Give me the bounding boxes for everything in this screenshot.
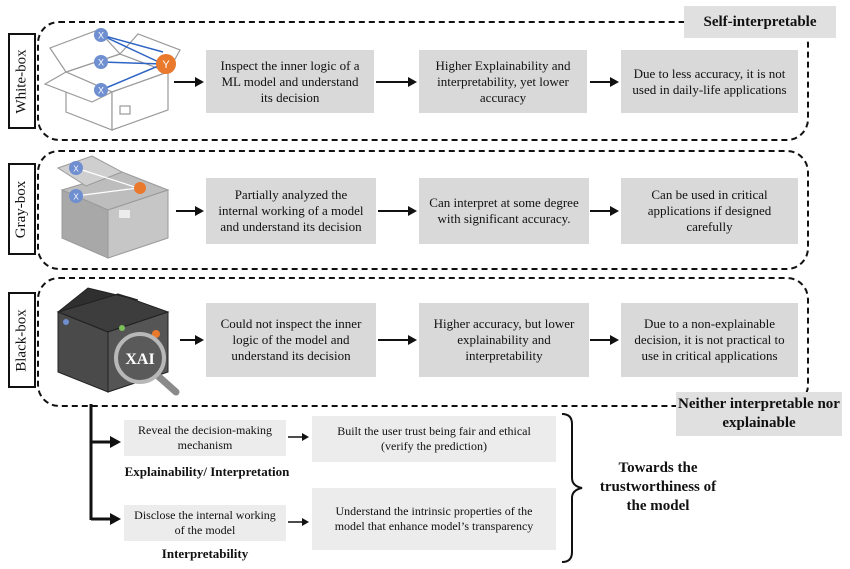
self-interpretable-tag: Self-interpretable <box>684 6 836 38</box>
white-box-step-1: Inspect the inner logic of a ML model an… <box>206 50 374 113</box>
explain-left-box: Reveal the decision-making mechanism <box>124 420 286 456</box>
black-box-step-1: Could not inspect the inner logic of the… <box>206 303 376 377</box>
white-box-network-icon: X X X Y <box>94 28 176 97</box>
svg-text:X: X <box>98 31 104 41</box>
bottom-arrows <box>288 433 309 526</box>
gray-box-container <box>37 150 809 270</box>
row-arrows <box>174 77 619 345</box>
conclusion-bracket <box>561 413 583 563</box>
white-box-container <box>37 21 809 141</box>
interp-left-box: Disclose the internal working of the mod… <box>124 505 286 541</box>
explain-caption: Explainability/ Interpretation <box>124 464 290 479</box>
white-box-step-2: Higher Explainability and interpretabili… <box>419 50 587 113</box>
svg-text:X: X <box>98 86 104 96</box>
white-box-step-3: Due to less accuracy, it is not used in … <box>621 50 798 113</box>
branch-arrows <box>89 404 121 525</box>
explain-right-box: Built the user trust being fair and ethi… <box>312 416 556 462</box>
svg-text:X: X <box>73 165 79 174</box>
svg-text:X: X <box>73 193 79 202</box>
svg-text:X: X <box>98 58 104 68</box>
black-box-step-2: Higher accuracy, but lower explainabilit… <box>419 303 589 377</box>
gray-box-step-3: Can be used in critical applications if … <box>621 178 798 244</box>
black-box-container <box>37 277 809 407</box>
gray-box-icon: X X <box>56 155 170 259</box>
black-box-label: Black-box <box>8 292 36 388</box>
interp-right-box: Understand the intrinsic properties of t… <box>312 488 556 550</box>
gray-box-step-1: Partially analyzed the internal working … <box>206 178 376 244</box>
white-box-icon <box>43 29 181 131</box>
svg-text:XAI: XAI <box>125 351 154 368</box>
conclusion-text: Towards the trustworthiness of the model <box>599 460 717 514</box>
gray-box-step-2: Can interpret at some degree with signif… <box>419 178 589 244</box>
magnifier-icon: XAI <box>114 332 180 396</box>
black-box-step-3: Due to a non-explainable decision, it is… <box>621 303 798 377</box>
interp-caption: Interpretability <box>161 546 249 561</box>
white-box-label: White-box <box>8 33 36 129</box>
neither-interpretable-tag: Neither interpretable nor explainable <box>676 392 842 436</box>
gray-box-label: Gray-box <box>8 163 36 255</box>
svg-text:Y: Y <box>162 59 170 71</box>
